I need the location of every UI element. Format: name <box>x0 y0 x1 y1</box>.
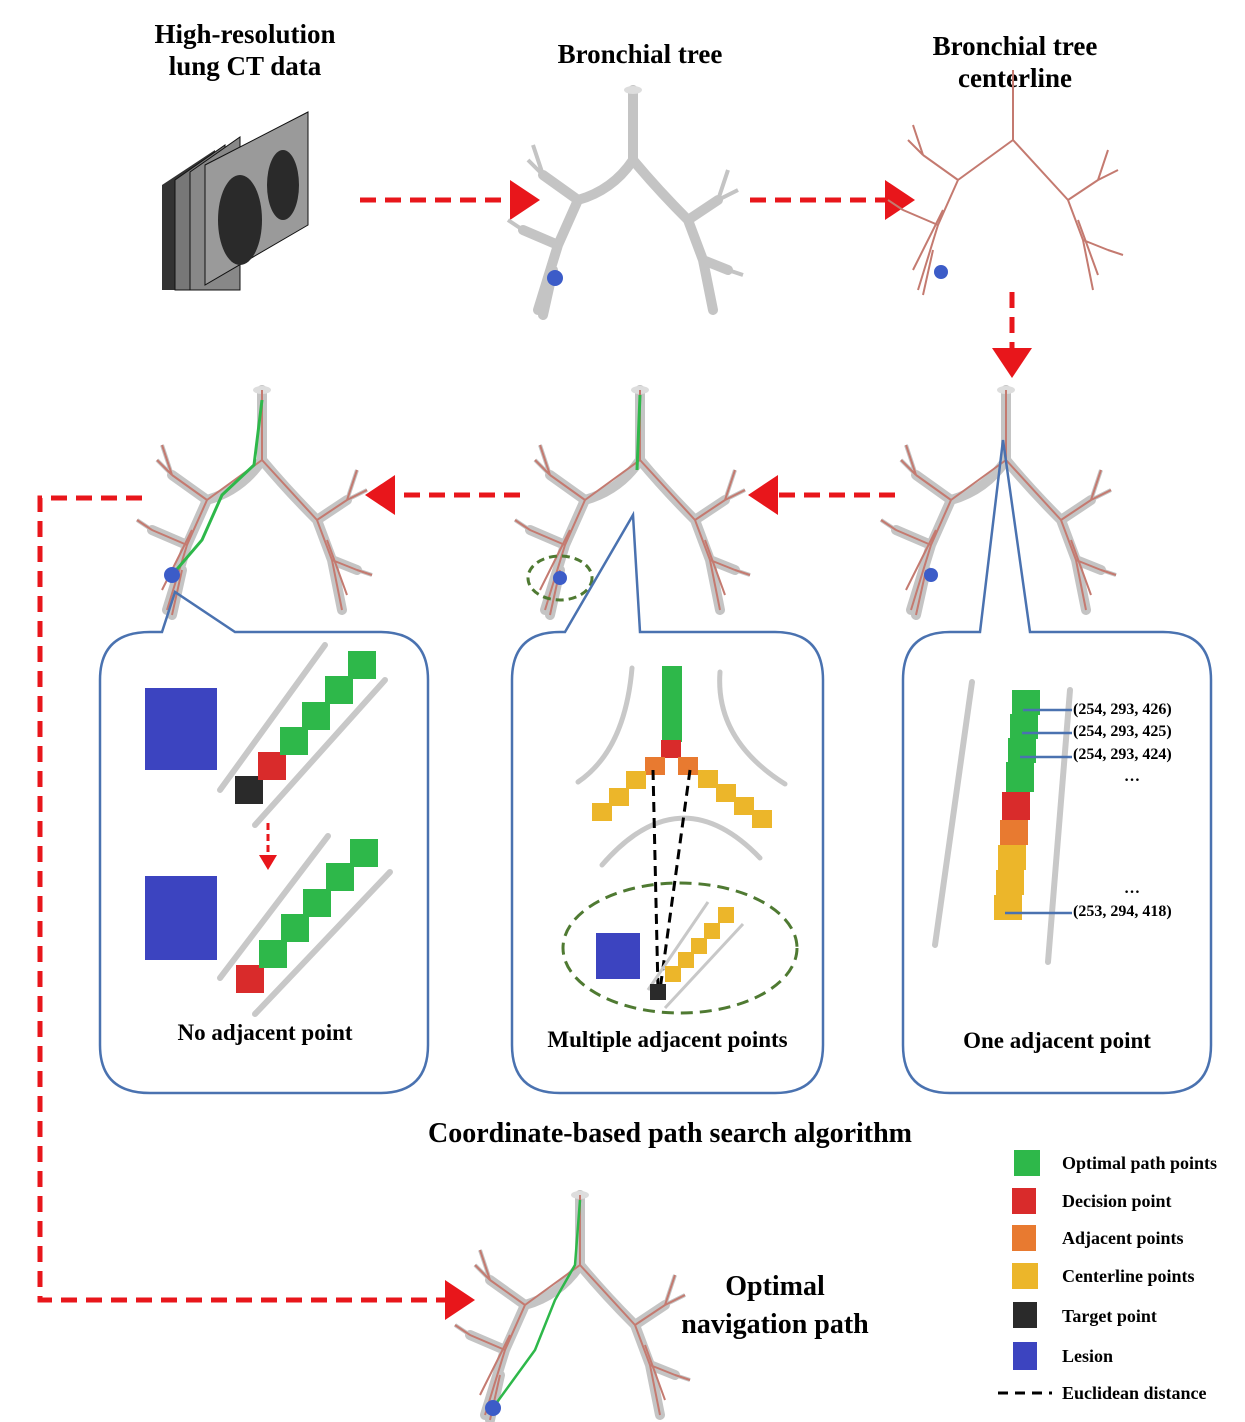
legend-icons <box>998 1150 1052 1395</box>
tree-one-adjacent <box>881 386 1116 615</box>
multiple-adjacent-illustration <box>561 665 799 1015</box>
centerline-title: Bronchial tree centerline <box>895 30 1135 94</box>
legend-label: Target point <box>1062 1305 1157 1326</box>
coord-ellipsis-2: … <box>1124 880 1140 897</box>
ct-title-line1: High-resolution <box>154 19 336 49</box>
caption-one-adjacent: One adjacent point <box>963 1028 1151 1053</box>
bronchial-tree-title: Bronchial tree <box>557 39 723 69</box>
panel-no-adjacent-border <box>98 590 430 1095</box>
coord-3: (254, 293, 424) <box>1073 746 1172 763</box>
yellow-cube-icon <box>1012 1263 1038 1289</box>
panel-multiple-adjacent-border <box>510 510 825 1095</box>
ct-stack-image <box>162 111 309 291</box>
legend-label: Decision point <box>1062 1190 1172 1211</box>
ct-title-line2: lung CT data <box>168 51 322 81</box>
arrow-to-optimal <box>37 495 475 1320</box>
coord-1: (254, 293, 426) <box>1073 701 1172 718</box>
optimal-path-title: Optimal navigation path <box>655 1268 895 1344</box>
green-cube-icon <box>1014 1150 1040 1176</box>
tree-multiple-adjacent <box>515 386 750 615</box>
legend-label: Optimal path points <box>1062 1152 1218 1173</box>
ct-data-title: High-resolution lung CT data <box>110 18 380 82</box>
tree-no-adjacent <box>137 386 372 615</box>
centerline-title-line2: centerline <box>958 63 1072 93</box>
one-adjacent-illustration <box>932 679 1073 965</box>
optimal-title-line2: navigation path <box>681 1309 869 1340</box>
centerline-title-line1: Bronchial tree <box>932 31 1098 61</box>
algorithm-title: Coordinate-based path search algorithm <box>427 1118 913 1149</box>
legend-label: Euclidean distance <box>1062 1382 1207 1403</box>
tree-optimal-path <box>455 1191 690 1420</box>
coord-2: (254, 293, 425) <box>1073 723 1172 740</box>
caption-multiple-adjacent: Multiple adjacent points <box>547 1027 788 1052</box>
panel-one-adjacent-border <box>901 439 1213 1095</box>
legend-label: Adjacent points <box>1062 1227 1184 1248</box>
red-cube-icon <box>1012 1188 1036 1214</box>
black-cube-icon <box>1013 1302 1037 1328</box>
bronchial-tree-render <box>508 86 743 315</box>
blue-cube-icon <box>1013 1342 1037 1370</box>
legend-label: Lesion <box>1062 1345 1114 1366</box>
coord-last: (253, 294, 418) <box>1073 903 1172 920</box>
optimal-title-line1: Optimal <box>725 1271 825 1302</box>
caption-no-adjacent: No adjacent point <box>177 1020 353 1045</box>
no-adjacent-illustration <box>145 642 393 1017</box>
orange-cube-icon <box>1012 1225 1036 1251</box>
coord-ellipsis-1: … <box>1124 768 1140 785</box>
centerline-render <box>887 69 1124 296</box>
legend-label: Centerline points <box>1062 1265 1195 1286</box>
